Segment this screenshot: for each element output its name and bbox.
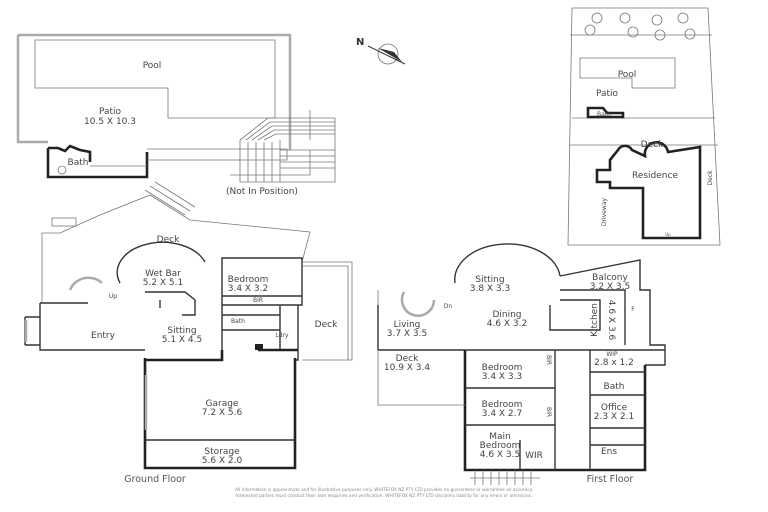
ldry-label: Ldry	[275, 332, 289, 339]
garage-size: 7.2 X 5.6	[202, 408, 243, 418]
entry-walls	[24, 302, 145, 351]
main-bedroom-label: Main	[489, 432, 511, 442]
kitchen-walls	[549, 289, 626, 345]
bedroom2-label: Bedroom	[482, 400, 523, 410]
site-pool-label: Pool	[618, 70, 637, 80]
site-plan: Pool Patio Bath Deck Residence Driveway …	[567, 7, 721, 246]
compass-icon: N	[356, 37, 406, 65]
rear-stairs	[470, 470, 540, 485]
office-label: Office	[601, 403, 628, 413]
outdoor-area: Pool Patio 10.5 X 10.3 Bath (Not In Posi…	[16, 33, 336, 197]
bedroom-partitions	[465, 349, 665, 470]
disclaimer-line-1: All information is approximate and for i…	[235, 487, 533, 493]
toilet-icon	[57, 165, 67, 175]
bir2-label: BIR	[545, 407, 552, 417]
balcony-walls	[559, 259, 666, 366]
wet-bar-label: Wet Bar	[145, 269, 181, 279]
site-up-label: Up	[665, 232, 671, 237]
deck-stairs	[144, 181, 196, 216]
dining-label: Dining	[492, 310, 521, 320]
disclaimer-line-2: Interested parties must conduct their ow…	[236, 493, 532, 499]
office-size: 2.3 X 2.1	[594, 412, 635, 422]
storage-label: Storage	[204, 447, 240, 457]
ground-bedroom-size: 3.4 X 3.2	[228, 284, 269, 294]
residence-label: Residence	[632, 171, 678, 181]
residence-outline	[595, 141, 702, 240]
first-floor-plan: Sitting 3.8 X 3.3 Balcony 3.2 X 3.5 Dini…	[377, 243, 666, 485]
bir1-label: BIR	[545, 355, 552, 365]
ground-deck-outline	[41, 194, 311, 303]
first-deck-outline	[377, 290, 465, 406]
ground-bedroom-walls	[221, 257, 303, 306]
entry-label: Entry	[91, 331, 116, 341]
wip-size: 2.8 x 1.2	[594, 358, 634, 368]
storage-size: 5.6 X 2.0	[202, 456, 243, 466]
stairs-note: (Not In Position)	[226, 187, 298, 197]
fridge-label: F	[631, 306, 635, 313]
spiral-stair-first	[400, 291, 436, 317]
patio-size: 10.5 X 10.3	[84, 117, 136, 127]
ground-bedroom-label: Bedroom	[228, 275, 269, 285]
outdoor-bath-label: Bath	[68, 158, 89, 168]
first-deck-size: 10.9 X 3.4	[384, 363, 431, 373]
site-outline	[567, 7, 721, 246]
kitchen-size: 4.6 X 3.6	[606, 300, 616, 341]
dining-size: 4.6 X 3.2	[487, 319, 528, 329]
side-deck-label: Deck	[315, 320, 338, 330]
ens-label: Ens	[601, 447, 617, 457]
bedroom2-size: 3.4 X 2.7	[482, 409, 523, 419]
ground-bath-label: Bath	[231, 318, 245, 325]
first-sitting-size: 3.8 X 3.3	[470, 284, 511, 294]
patio-boundary	[16, 33, 292, 150]
trees-icon	[584, 12, 696, 41]
first-deck-label: Deck	[396, 354, 419, 364]
spiral-stair-ground	[68, 276, 103, 291]
first-bath-label: Bath	[604, 382, 625, 392]
ground-column	[255, 344, 263, 350]
stairs-icon	[230, 110, 336, 183]
wip-label: WIP	[606, 351, 618, 358]
outdoor-deck-strip	[90, 148, 288, 167]
kitchen-label: Kitchen	[590, 303, 600, 337]
outdoor-bath-walls	[46, 144, 149, 179]
north-label: N	[356, 37, 364, 48]
main-bedroom-label2: Bedroom	[480, 441, 521, 451]
site-side-deck-label: Deck	[707, 170, 714, 186]
ground-bir-label: BIR	[253, 297, 263, 304]
balcony-label: Balcony	[592, 273, 628, 283]
pool-outline	[34, 39, 276, 119]
wet-bar-counter	[145, 291, 196, 316]
garage-label: Garage	[206, 399, 239, 409]
ground-floor-caption: Ground Floor	[124, 474, 186, 485]
site-bath-outline	[586, 106, 625, 119]
living-sitting-walls	[377, 243, 561, 351]
first-floor-caption: First Floor	[587, 474, 634, 485]
bedroom1-label: Bedroom	[482, 363, 523, 373]
stair-dn-label: Dn	[444, 303, 453, 310]
site-deck-label: Deck	[641, 140, 664, 150]
ground-sitting-size: 5.1 X 4.5	[162, 335, 203, 345]
patio-label: Patio	[99, 107, 122, 117]
wet-bar-size: 5.2 X 5.1	[143, 278, 184, 288]
living-size: 3.7 X 3.5	[387, 329, 428, 339]
site-patio-label: Patio	[596, 89, 619, 99]
stair-up-label: Up	[109, 293, 117, 300]
side-deck-outline	[302, 261, 353, 361]
pool-label: Pool	[143, 61, 162, 71]
driveway-label: Driveway	[601, 197, 608, 226]
ground-deck-label: Deck	[157, 235, 180, 245]
wir-label: WIR	[525, 451, 543, 461]
ground-sitting-label: Sitting	[167, 326, 196, 336]
bedroom1-size: 3.4 X 3.3	[482, 372, 523, 382]
first-sitting-label: Sitting	[475, 275, 504, 285]
ground-floor-plan: Deck Wet Bar 5.2 X 5.1 Bedroom 3.4 X 3.2…	[24, 181, 353, 485]
main-bedroom-size: 4.6 X 3.5	[480, 450, 521, 460]
wet-bar-curved-wall	[116, 241, 206, 284]
site-bath-label: Bath	[597, 111, 611, 118]
living-label: Living	[394, 320, 421, 330]
bbq-icon	[51, 217, 77, 227]
bath-ldry-walls	[221, 305, 299, 361]
balcony-size: 3.2 X 3.5	[590, 282, 631, 292]
